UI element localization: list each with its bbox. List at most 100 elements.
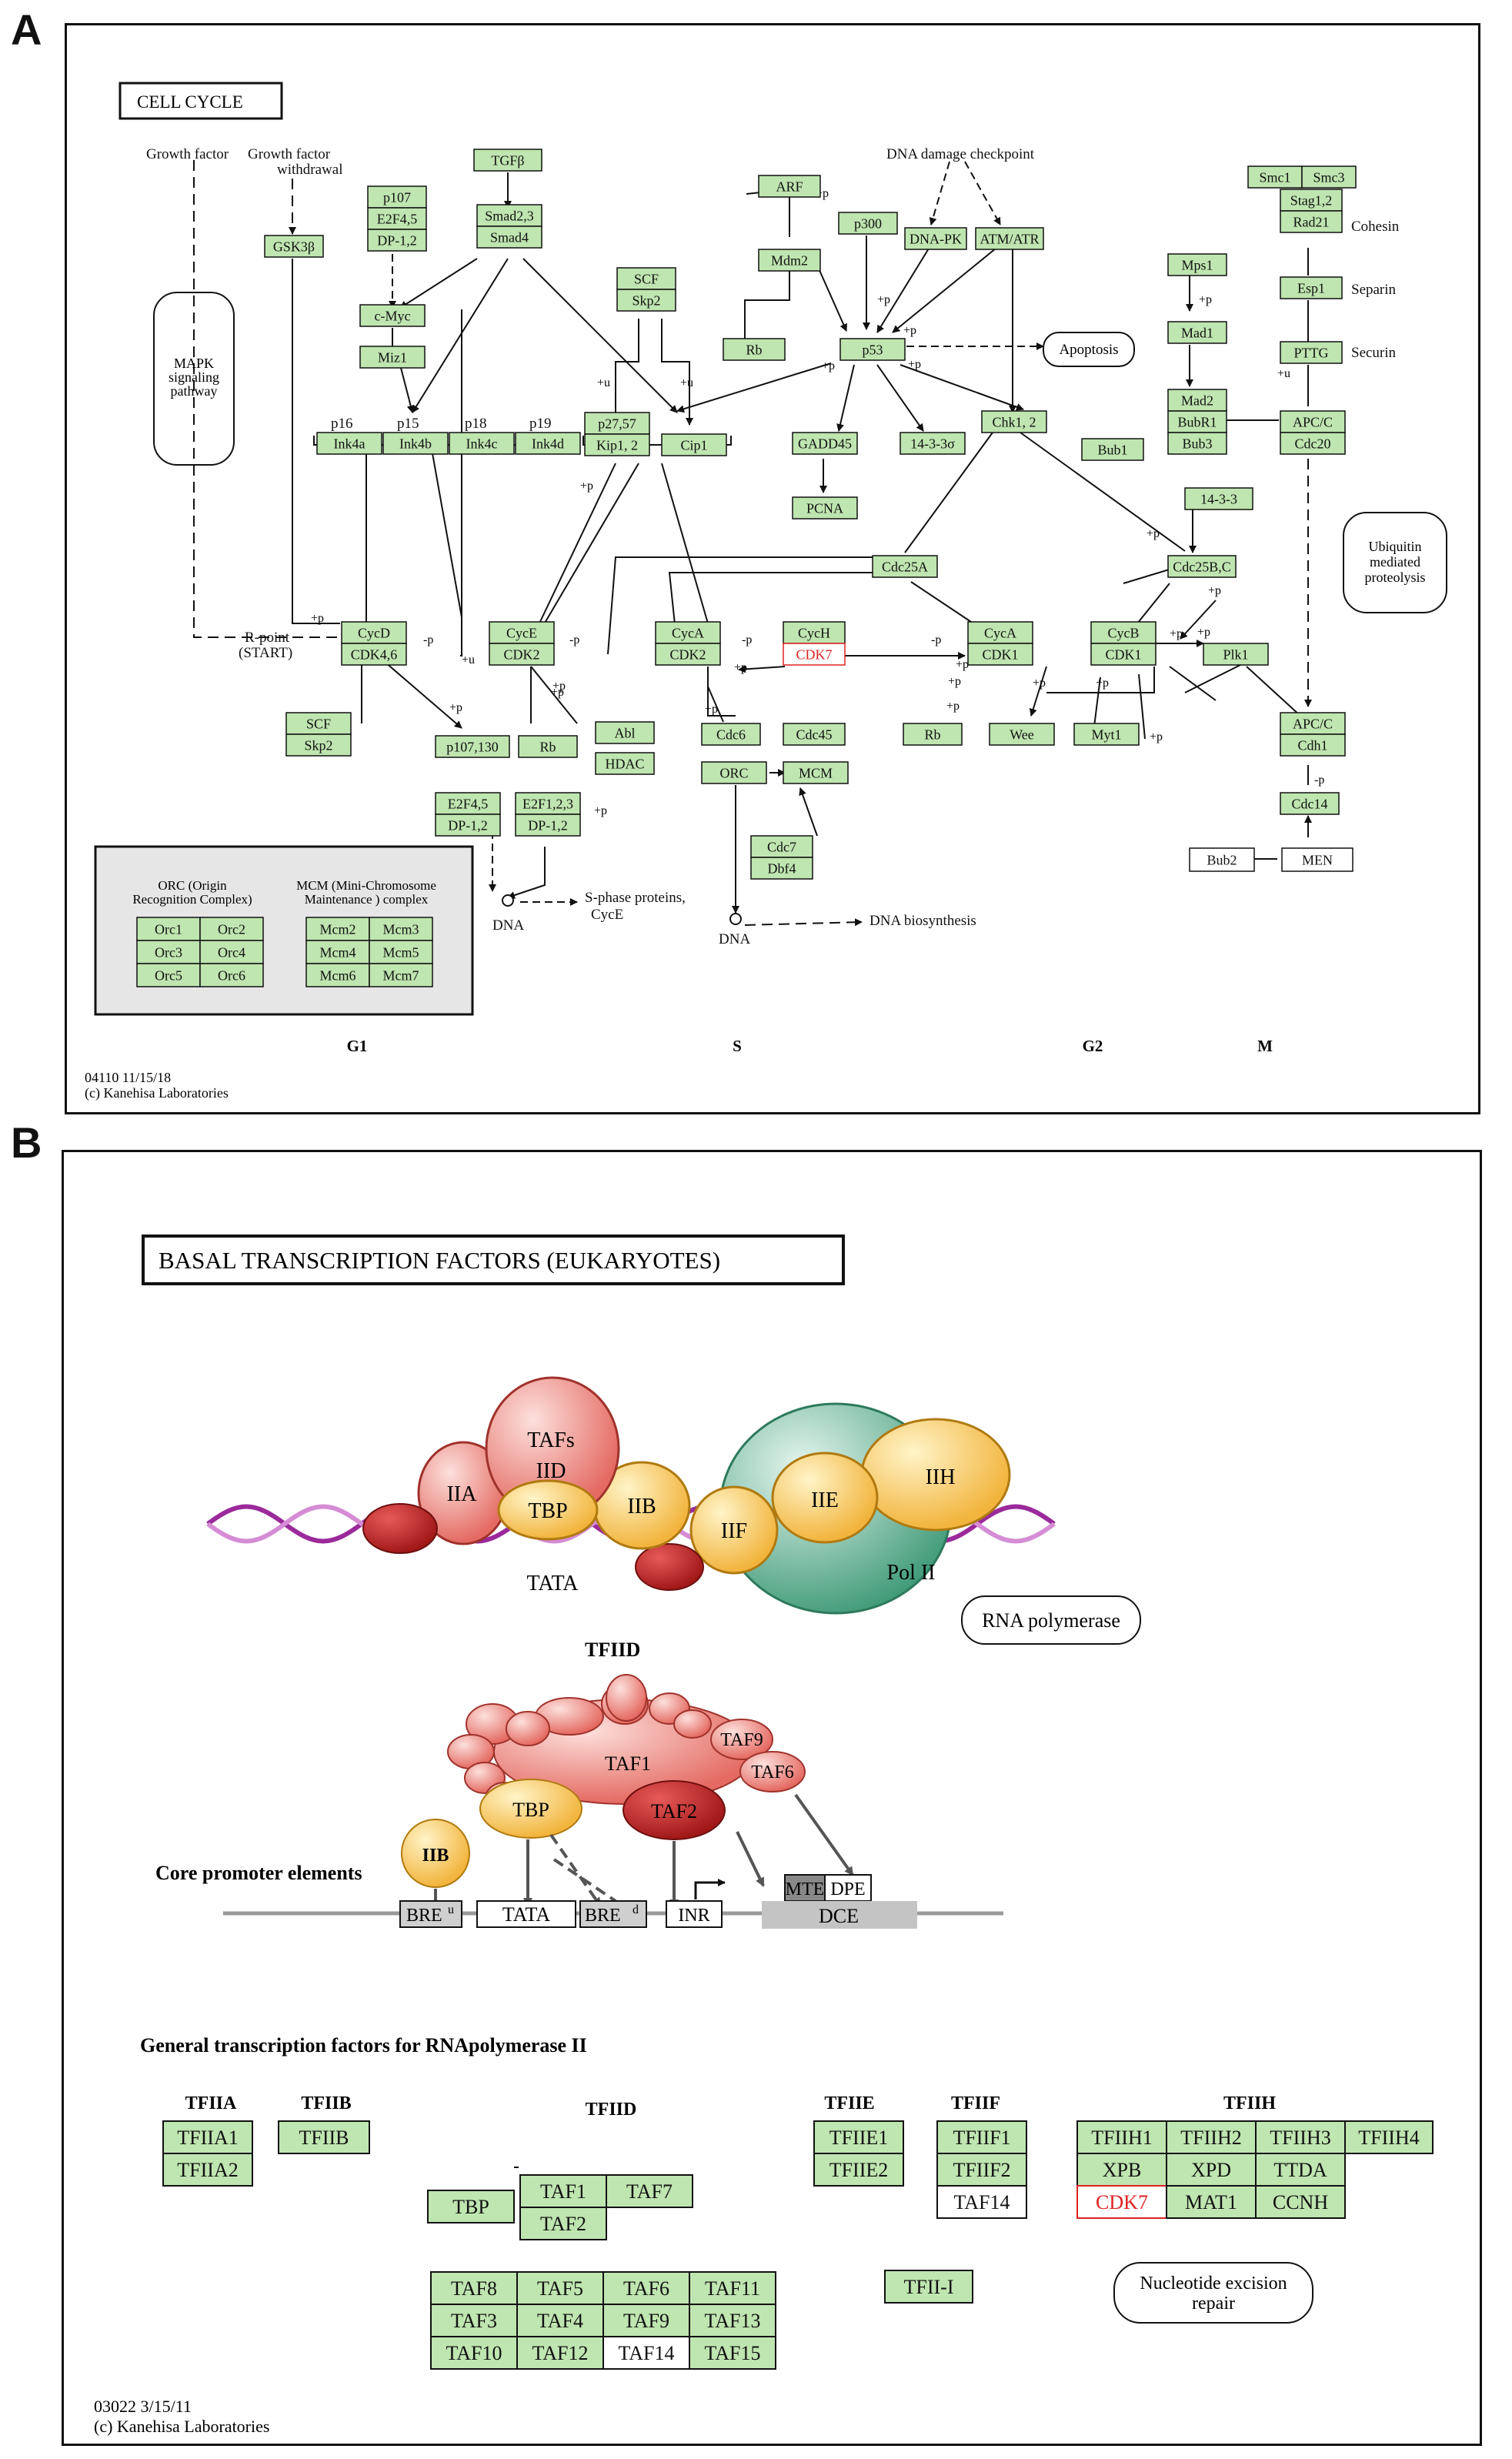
gene-box-dbf4[interactable] (750, 857, 813, 880)
gene-box-e2f45b[interactable] (435, 792, 501, 815)
gene-box-tfiie1[interactable] (813, 2120, 904, 2154)
gene-box-smc1[interactable] (1247, 165, 1303, 189)
gene-box-ink4a[interactable] (316, 432, 382, 455)
gene-box-orc3[interactable] (136, 940, 201, 964)
gene-box-cdk1b[interactable] (1090, 643, 1157, 666)
gene-box-cdc7[interactable] (750, 835, 813, 858)
gene-box-cdh1[interactable] (1280, 733, 1346, 757)
gene-box-taf11[interactable] (689, 2271, 776, 2305)
gene-box-cdc14[interactable] (1280, 792, 1340, 815)
gene-box-hdac[interactable] (595, 752, 655, 775)
gene-box-skp2b[interactable] (285, 733, 352, 757)
gene-box-rb3[interactable] (903, 723, 963, 746)
gene-box-atmatr[interactable] (975, 227, 1044, 250)
gene-box-tfiie2[interactable] (813, 2153, 904, 2187)
gene-box-e2f123[interactable] (515, 792, 581, 815)
gene-box-mcm4[interactable] (305, 940, 370, 964)
gene-box-taf13[interactable] (689, 2304, 776, 2337)
gene-box-cyca2[interactable] (967, 621, 1033, 644)
gene-box-kip12[interactable] (584, 433, 650, 456)
gene-box-bubr1[interactable] (1167, 410, 1227, 433)
gene-box-tfiif2[interactable] (936, 2153, 1027, 2187)
gene-box-p107[interactable] (367, 185, 427, 209)
gene-box-tgfb[interactable] (473, 149, 542, 172)
gene-box-mcm2[interactable] (305, 917, 370, 941)
gene-box-chk12[interactable] (981, 410, 1047, 433)
gene-box-cdk2a[interactable] (489, 643, 555, 666)
gene-box-cdc45[interactable] (783, 723, 846, 746)
gene-box-cdk7[interactable] (1076, 2185, 1167, 2219)
gene-box-orc2[interactable] (199, 917, 264, 941)
gene-box-tfiib[interactable] (278, 2120, 370, 2154)
gene-box-tfiih4[interactable] (1344, 2120, 1434, 2154)
gene-box-p2757[interactable] (584, 412, 650, 435)
gene-box-orc4[interactable] (199, 940, 264, 964)
gene-box-ink4c[interactable] (449, 432, 515, 455)
gene-box-cych[interactable] (783, 621, 846, 644)
gene-box-dp12b[interactable] (435, 814, 501, 837)
gene-box-cip1[interactable] (661, 433, 727, 456)
gene-box-plk1[interactable] (1203, 643, 1269, 666)
gene-box-bub2[interactable] (1189, 847, 1255, 872)
gene-box-pcna[interactable] (792, 496, 858, 520)
gene-box-smad4[interactable] (476, 226, 542, 249)
gene-box-taf4[interactable] (516, 2304, 604, 2337)
gene-box-arf[interactable] (758, 175, 821, 198)
gene-box-bub3[interactable] (1167, 432, 1227, 455)
gene-box-dp12c[interactable] (515, 814, 581, 837)
gene-box-gsk3b[interactable] (264, 235, 324, 258)
gene-box-cdc6[interactable] (701, 723, 761, 746)
gene-box-mdm2[interactable] (758, 249, 821, 272)
gene-box-dp12a[interactable] (367, 229, 427, 252)
gene-box-ink4b[interactable] (382, 432, 449, 455)
gene-box-taf14[interactable] (602, 2336, 690, 2370)
gene-box-esp1[interactable] (1280, 276, 1343, 299)
gene-box-cdk1a[interactable] (967, 643, 1033, 666)
gene-box-e2f45[interactable] (367, 207, 427, 230)
gene-box-xpb[interactable] (1076, 2153, 1167, 2187)
gene-box-bub1[interactable] (1081, 438, 1144, 461)
gene-box-mcm7[interactable] (369, 963, 433, 987)
gene-box-tfiif1[interactable] (936, 2120, 1027, 2154)
gene-box-cdc25bc[interactable] (1167, 555, 1237, 578)
gene-box-cdc25a[interactable] (872, 555, 938, 578)
gene-box-scf2[interactable] (285, 712, 352, 735)
gene-box-taf10[interactable] (430, 2336, 518, 2370)
gene-box-orc[interactable] (701, 761, 767, 784)
gene-box-mcm[interactable] (783, 761, 849, 784)
gene-box-mcm3[interactable] (369, 917, 433, 941)
gene-box-p53[interactable] (839, 338, 906, 361)
gene-box-taf5[interactable] (516, 2271, 604, 2305)
gene-box-p300[interactable] (838, 212, 898, 235)
gene-box-rb1[interactable] (723, 338, 786, 361)
gene-box-taf14b[interactable] (936, 2185, 1027, 2219)
gene-box-abl[interactable] (595, 721, 655, 744)
gene-box-dnapk[interactable] (904, 227, 967, 250)
gene-box-p107130[interactable] (435, 735, 510, 758)
gene-box-tbp[interactable] (427, 2190, 515, 2223)
gene-box-cdk2b[interactable] (655, 643, 721, 666)
gene-box-rb2[interactable] (518, 735, 578, 758)
gene-box-pttg[interactable] (1280, 341, 1343, 364)
gene-box-orc5[interactable] (136, 963, 201, 987)
gene-box-taf3[interactable] (430, 2304, 518, 2337)
gene-box-taf7[interactable] (606, 2174, 693, 2208)
gene-box-s1433a[interactable] (900, 432, 966, 455)
gene-box-cmyc[interactable] (359, 304, 426, 327)
gene-box-scf1[interactable] (616, 267, 676, 290)
gene-box-miz1[interactable] (359, 346, 426, 369)
gene-box-men[interactable] (1281, 847, 1353, 872)
gene-box-taf2[interactable] (519, 2207, 607, 2240)
gene-box-orc6[interactable] (199, 963, 264, 987)
gene-box-tfiii[interactable] (884, 2270, 973, 2304)
gene-box-s1433b[interactable] (1184, 487, 1253, 510)
gene-box-stag12[interactable] (1280, 189, 1343, 212)
gene-box-ink4d[interactable] (515, 432, 581, 455)
gene-box-cyca1[interactable] (655, 621, 721, 644)
gene-box-taf15[interactable] (689, 2336, 776, 2370)
gene-box-smad23[interactable] (476, 204, 542, 227)
gene-box-cdk7[interactable] (783, 643, 846, 666)
gene-box-gadd45[interactable] (792, 432, 858, 455)
gene-box-taf12[interactable] (516, 2336, 604, 2370)
gene-box-cycd[interactable] (341, 621, 407, 644)
